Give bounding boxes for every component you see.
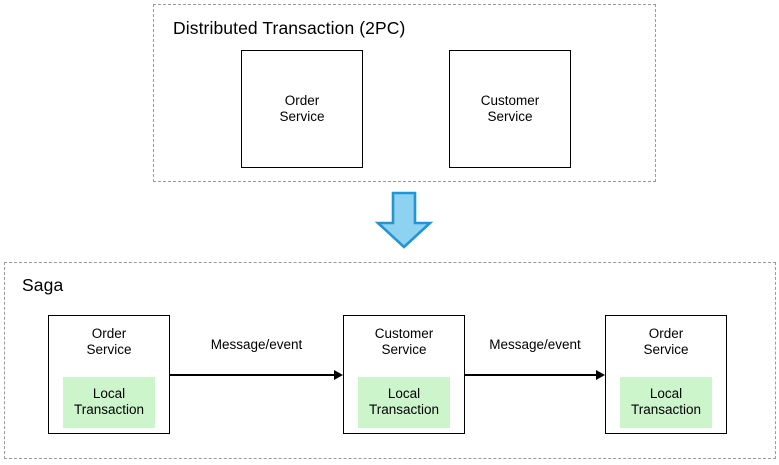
node-label-customer-service-2pc: Customer Service — [480, 93, 540, 124]
node-order-service-saga-1[interactable]: Order Service Local Transaction — [48, 315, 170, 434]
group-title-saga: Saga — [22, 275, 64, 295]
connector-arrow-2 — [465, 369, 605, 380]
group-saga: Saga — [4, 262, 776, 459]
node-customer-service-2pc[interactable]: Customer Service — [449, 50, 571, 168]
node-label-order-service-saga-1: Order Service — [86, 326, 132, 357]
connector-label-message-event-2: Message/event — [489, 337, 581, 352]
arrowhead-icon-2 — [596, 369, 605, 380]
down-arrow-icon — [374, 191, 434, 249]
group-distributed-transaction: Distributed Transaction (2PC) — [153, 4, 656, 182]
connector-label-message-event-1: Message/event — [210, 337, 303, 352]
local-transaction-badge-3: Local Transaction — [620, 377, 712, 428]
connector-line-1 — [170, 374, 334, 376]
node-label-order-service-2pc: Order Service — [279, 93, 325, 124]
node-order-service-saga-2[interactable]: Order Service Local Transaction — [605, 315, 727, 434]
connector-arrow-1 — [170, 369, 343, 380]
group-title-distributed-transaction: Distributed Transaction (2PC) — [173, 18, 406, 38]
local-transaction-badge-1: Local Transaction — [63, 377, 155, 428]
arrowhead-icon-1 — [334, 369, 343, 380]
connector-line-2 — [465, 374, 596, 376]
node-order-service-2pc[interactable]: Order Service — [241, 50, 363, 168]
local-transaction-badge-2: Local Transaction — [358, 377, 450, 428]
node-label-customer-service-saga: Customer Service — [374, 326, 434, 357]
node-customer-service-saga[interactable]: Customer Service Local Transaction — [343, 315, 465, 434]
node-label-order-service-saga-2: Order Service — [643, 326, 689, 357]
